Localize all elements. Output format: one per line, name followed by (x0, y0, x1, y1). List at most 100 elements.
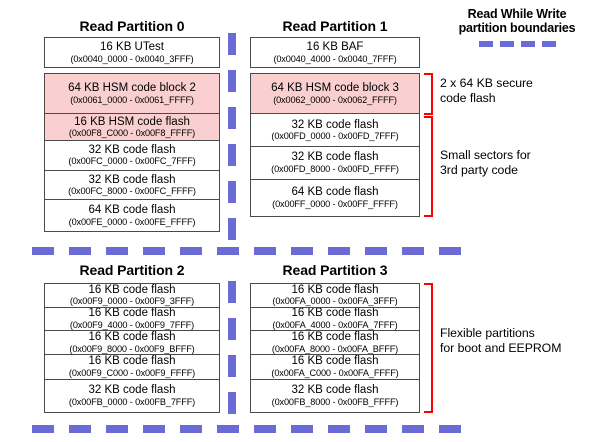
rww-boundary-dash (228, 144, 236, 166)
memory-row[interactable]: 32 KB code flash (0x00FD_8000 - 0x00FD_F… (251, 146, 419, 180)
partition-title-3: Read Partition 3 (282, 262, 388, 278)
rww-boundary-dash (328, 247, 350, 255)
rww-boundary-dash (32, 425, 54, 433)
memory-row[interactable]: 16 KB HSM code flash (0x00F8_C000 - 0x00… (45, 114, 219, 142)
rww-boundary-dash (228, 318, 236, 340)
annotation-line: 3rd party code (440, 163, 518, 177)
memory-row-address: (0x00FC_0000 - 0x00FC_7FFF) (68, 156, 196, 167)
memory-row-address: (0x00FF_0000 - 0x00FF_FFFF) (272, 198, 398, 209)
rww-boundary-dash (439, 425, 461, 433)
rww-boundary-dash (328, 425, 350, 433)
rww-boundary-dash (439, 247, 461, 255)
annotation-small-sectors: Small sectors for 3rd party code (440, 148, 531, 178)
memory-row-name: 16 KB code flash (291, 355, 379, 368)
memory-row-address: (0x00FA_0000 - 0x00FA_3FFF) (272, 296, 398, 307)
rww-boundary-dash (32, 247, 54, 255)
rww-boundary-dash (217, 425, 239, 433)
partition-title-2: Read Partition 2 (79, 262, 185, 278)
memory-row[interactable]: 64 KB HSM code block 2 (0x0061_0000 - 0x… (45, 74, 219, 115)
rww-boundary-dash (69, 425, 91, 433)
memory-row[interactable]: 16 KB code flash (0x00FA_0000 - 0x00FA_3… (251, 284, 419, 308)
bracket-flexible-partitions (424, 283, 433, 413)
rww-boundary-dash (180, 247, 202, 255)
memory-row-address: (0x00F9_4000 - 0x00F9_7FFF) (69, 319, 195, 330)
memory-row-address: (0x00F9_C000 - 0x00F9_FFFF) (68, 367, 196, 378)
rww-boundary-dash (291, 425, 313, 433)
rww-boundary-dash (228, 281, 236, 303)
partition-3-main-block: 16 KB code flash (0x00FA_0000 - 0x00FA_3… (250, 283, 420, 413)
memory-row[interactable]: 16 KB code flash (0x00FA_C000 - 0x00FA_F… (251, 354, 419, 380)
legend-title-line2: partition boundaries (458, 20, 576, 35)
memory-row-name: 32 KB code flash (88, 143, 176, 156)
partition-1-top-block: 16 KB BAF (0x0040_4000 - 0x0040_7FFF) (250, 37, 420, 68)
partition-title-1: Read Partition 1 (282, 18, 388, 34)
rww-boundary-dash (106, 247, 128, 255)
legend-title-line1: Read While Write (467, 7, 567, 21)
memory-row-name: 16 KB code flash (291, 307, 379, 320)
memory-row[interactable]: 16 KB BAF (0x0040_4000 - 0x0040_7FFF) (251, 38, 419, 67)
memory-row[interactable]: 64 KB HSM code block 3 (0x0062_0000 - 0x… (251, 74, 419, 115)
legend-title: Read While Write partition boundaries (438, 7, 596, 35)
memory-row[interactable]: 16 KB code flash (0x00FA_4000 - 0x00FA_7… (251, 307, 419, 332)
memory-row[interactable]: 64 KB code flash (0x00FF_0000 - 0x00FF_F… (251, 179, 419, 216)
rww-boundary-dash (143, 247, 165, 255)
memory-row[interactable]: 64 KB code flash (0x00FE_0000 - 0x00FE_F… (45, 200, 219, 231)
annotation-secure-code-flash: 2 x 64 KB secure code flash (440, 76, 533, 106)
memory-row-address: (0x00FA_8000 - 0x00FA_BFFF) (271, 343, 399, 354)
memory-row-address: (0x00FA_C000 - 0x00FA_FFFF) (271, 367, 399, 378)
partition-0-main-block: 64 KB HSM code block 2 (0x0061_0000 - 0x… (44, 73, 220, 232)
memory-row-address: (0x0062_0000 - 0x0062_FFFF) (273, 94, 397, 105)
memory-row-address: (0x00FD_0000 - 0x00FD_7FFF) (271, 131, 399, 142)
memory-row-name: 16 KB code flash (88, 355, 176, 368)
rww-boundary-dash (69, 247, 91, 255)
annotation-line: Flexible partitions (440, 326, 535, 340)
memory-row[interactable]: 32 KB code flash (0x00FB_0000 - 0x00FB_7… (45, 379, 219, 413)
memory-row-address: (0x00FB_0000 - 0x00FB_7FFF) (68, 396, 196, 407)
memory-row-address: (0x00FC_8000 - 0x00FC_FFFF) (68, 186, 196, 197)
rww-boundary-dash (228, 181, 236, 203)
memory-row-name: 32 KB code flash (88, 173, 176, 186)
memory-row[interactable]: 16 KB code flash (0x00F9_8000 - 0x00F9_B… (45, 331, 219, 355)
rww-boundary-dash (106, 425, 128, 433)
memory-row-name: 16 KB BAF (306, 41, 364, 53)
rww-boundary-dash (228, 392, 236, 414)
rww-boundary-dash (143, 425, 165, 433)
memory-row-name: 32 KB code flash (291, 151, 379, 164)
rww-boundary-dash (228, 107, 236, 129)
memory-row-address: (0x0061_0000 - 0x0061_FFFF) (70, 94, 194, 105)
memory-row-name: 32 KB code flash (291, 118, 379, 131)
rww-boundary-dash (365, 247, 387, 255)
rww-boundary-dash (228, 355, 236, 377)
rww-boundary-dash (228, 33, 236, 55)
memory-row[interactable]: 16 KB code flash (0x00F9_4000 - 0x00F9_7… (45, 307, 219, 332)
memory-row[interactable]: 16 KB UTest (0x0040_0000 - 0x0040_3FFF) (45, 38, 219, 67)
memory-row-name: 64 KB code flash (291, 186, 379, 199)
memory-row[interactable]: 32 KB code flash (0x00FB_8000 - 0x00FB_F… (251, 379, 419, 413)
partition-1-main-block: 64 KB HSM code block 3 (0x0062_0000 - 0x… (250, 73, 420, 217)
annotation-line: for boot and EEPROM (440, 341, 562, 355)
memory-row-address: (0x00F9_8000 - 0x00F9_BFFF) (69, 343, 195, 354)
memory-row[interactable]: 16 KB code flash (0x00FA_8000 - 0x00FA_B… (251, 331, 419, 355)
partition-title-0: Read Partition 0 (79, 18, 185, 34)
memory-row-name: 32 KB code flash (291, 384, 379, 397)
annotation-line: 2 x 64 KB secure (440, 76, 533, 90)
memory-row[interactable]: 32 KB code flash (0x00FC_0000 - 0x00FC_7… (45, 141, 219, 171)
memory-row-address: (0x00F8_C000 - 0x00F8_FFFF) (68, 128, 196, 139)
annotation-line: Small sectors for (440, 148, 531, 162)
memory-row[interactable]: 32 KB code flash (0x00FC_8000 - 0x00FC_F… (45, 170, 219, 201)
memory-row-name: 16 KB code flash (88, 284, 176, 296)
rww-boundary-dash (180, 425, 202, 433)
memory-row-address: (0x0040_0000 - 0x0040_3FFF) (70, 53, 194, 64)
memory-row-address: (0x00FB_8000 - 0x00FB_FFFF) (271, 396, 399, 407)
memory-row-name: 64 KB code flash (88, 204, 176, 217)
memory-row-name: 16 KB code flash (88, 307, 176, 320)
memory-row-name: 32 KB code flash (88, 384, 176, 397)
memory-row[interactable]: 32 KB code flash (0x00FD_0000 - 0x00FD_7… (251, 114, 419, 147)
rww-boundary-dash (365, 425, 387, 433)
memory-row-name: 16 KB HSM code flash (74, 115, 190, 128)
partition-0-top-block: 16 KB UTest (0x0040_0000 - 0x0040_3FFF) (44, 37, 220, 68)
memory-row[interactable]: 16 KB code flash (0x00F9_C000 - 0x00F9_F… (45, 354, 219, 380)
memory-row-address: (0x00F9_0000 - 0x00F9_3FFF) (69, 296, 195, 307)
memory-row[interactable]: 16 KB code flash (0x00F9_0000 - 0x00F9_3… (45, 284, 219, 308)
